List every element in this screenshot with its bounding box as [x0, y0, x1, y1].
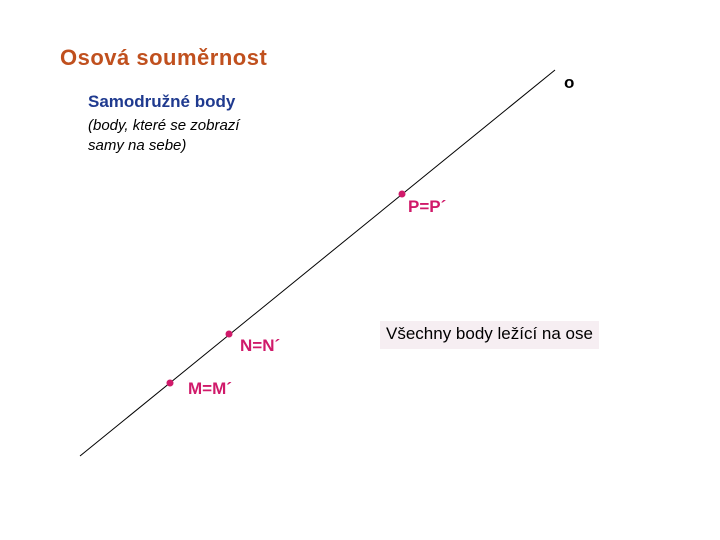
subtitle: Samodružné body: [88, 92, 236, 111]
point-m-dot: [166, 379, 174, 387]
point-n-label: N=N´: [240, 336, 281, 355]
axis-label: o: [564, 73, 575, 92]
note-line-1: (body, které se zobrazí: [88, 117, 240, 134]
point-p-dot: [398, 190, 406, 198]
symmetry-axis: [79, 69, 556, 457]
page-title: Osová souměrnost: [60, 45, 268, 70]
definition-note: (body, které se zobrazí samy na sebe): [88, 116, 288, 156]
point-m-label: M=M´: [188, 379, 232, 398]
point-n-dot: [225, 330, 233, 338]
note-line-2: samy na sebe): [88, 137, 187, 154]
callout-box: Všechny body ležící na ose: [380, 321, 599, 349]
point-p-label: P=P´: [408, 197, 447, 216]
